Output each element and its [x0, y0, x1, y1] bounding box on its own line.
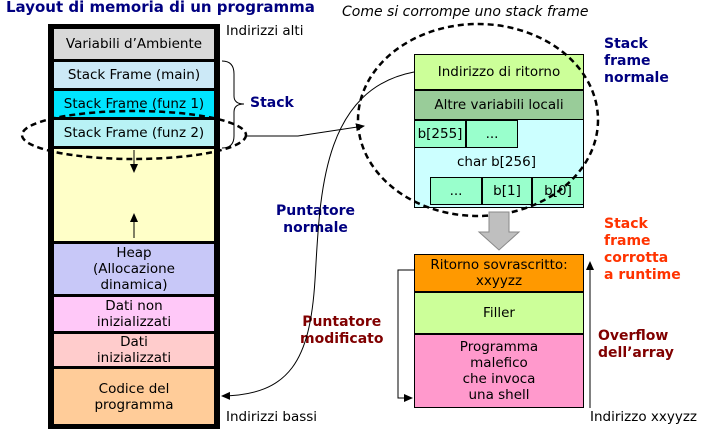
subtitle: Come si corrompe uno stack frame — [342, 4, 589, 20]
malicious-payload-cell: Programma malefico che invoca una shell — [414, 334, 584, 408]
buffer-cell-ellipsis-top: ... — [466, 120, 518, 148]
segment-initialized-data: Dati inizializzati — [53, 333, 215, 367]
segment-stack-frame-funz1: Stack Frame (funz 1) — [53, 90, 215, 118]
return-address-cell: Indirizzo di ritorno — [414, 54, 584, 90]
filler-cell: Filler — [414, 292, 584, 334]
normal-frame-label: Stack frame normale — [604, 36, 669, 86]
modified-pointer-label: Puntatore modificato — [300, 314, 384, 347]
stack-brace-icon — [221, 60, 245, 149]
zoom-arrow — [246, 123, 365, 137]
segment-stack-frame-main: Stack Frame (main) — [53, 61, 215, 89]
segment-free-space — [53, 148, 215, 242]
buffer-cell-b255: b[255] — [414, 120, 466, 148]
segment-stack-frame-funz2: Stack Frame (funz 2) — [53, 119, 215, 147]
corrupted-frame-label: Stack frame corrotta a runtime — [604, 216, 681, 283]
segment-heap: Heap (Allocazione dinamica) — [53, 243, 215, 295]
array-overflow-label: Overflow dell’array — [598, 328, 674, 361]
buffer-cell-ellipsis-bottom: ... — [430, 177, 482, 205]
stack-label: Stack — [250, 95, 294, 111]
segment-program-code: Codice del programma — [53, 368, 215, 425]
modified-pointer-arrow — [397, 269, 414, 402]
normal-pointer-label: Puntatore normale — [276, 203, 356, 236]
page-title: Layout di memoria di un programma — [6, 0, 315, 16]
overwritten-return-cell: Ritorno sovrascritto: xxyyzz — [414, 254, 584, 292]
buffer-label: char b[256] — [457, 154, 536, 170]
address-xxyyzz-label: Indirizzo xxyyzz — [590, 409, 698, 425]
transition-block-arrow — [477, 211, 521, 251]
segment-uninitialized-data: Dati non inizializzati — [53, 296, 215, 332]
buffer-cell-b0: b[0] — [532, 177, 584, 205]
low-addresses-label: Indirizzi bassi — [226, 409, 318, 425]
high-addresses-label: Indirizzi alti — [226, 23, 304, 39]
segment-environment-vars: Variabili d’Ambiente — [53, 28, 215, 60]
local-variables-cell: Altre variabili locali — [414, 90, 584, 120]
buffer-cell-b1: b[1] — [482, 177, 532, 205]
